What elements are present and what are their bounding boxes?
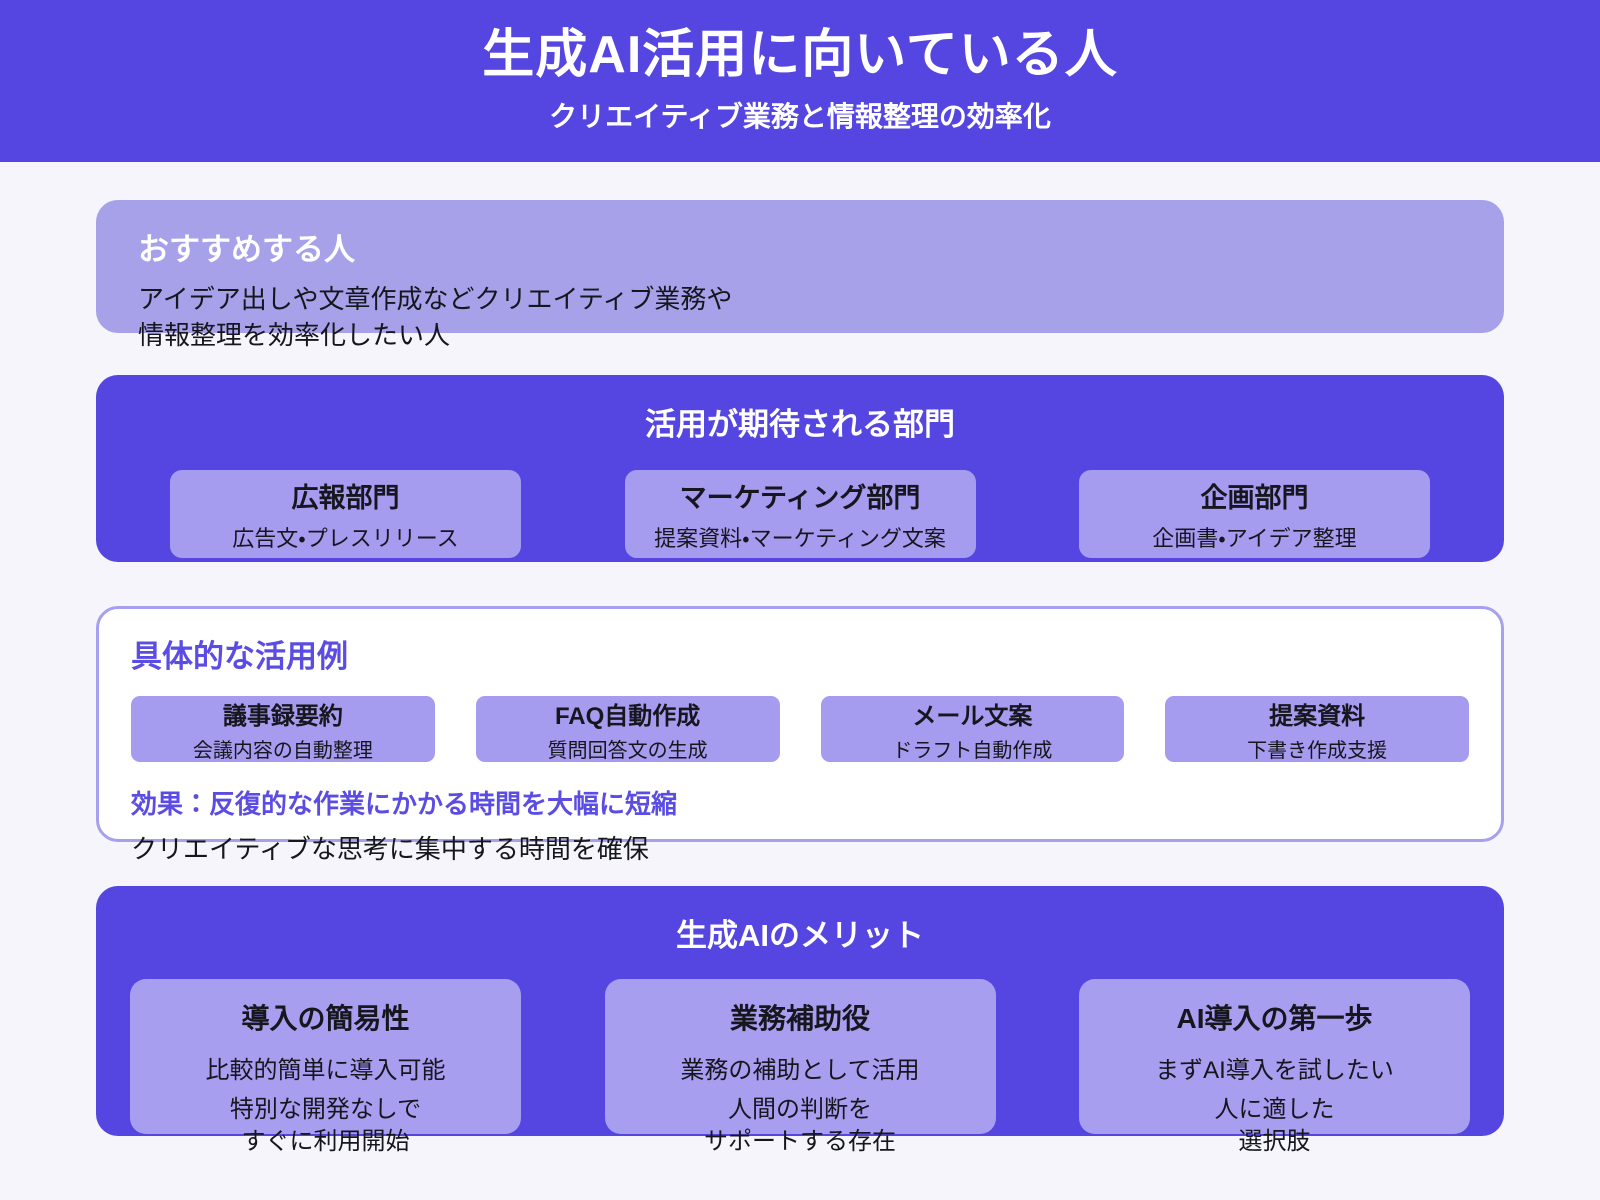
department-card-title: マーケティング部門 — [679, 482, 921, 513]
departments-card-row: 広報部門 広告文・プレスリリース マーケティング部門 提案資料・マーケティング文… — [170, 470, 1430, 558]
use-case-card-desc: 会議内容の自動整理 — [192, 739, 373, 762]
use-case-card-desc: 質問回答文の生成 — [547, 739, 708, 762]
department-card-marketing: マーケティング部門 提案資料・マーケティング文案 — [624, 470, 976, 558]
use-case-card-proposal: 提案資料 下書き作成支援 — [1165, 696, 1469, 762]
merit-card-line2: 人間の判断を — [728, 1096, 872, 1123]
merits-card-row: 導入の簡易性 比較的簡単に導入可能 特別な開発なしで すぐに利用開始 業務補助役… — [130, 979, 1470, 1155]
use-case-card-email: メール文案 ドラフト自動作成 — [820, 696, 1125, 762]
page-subtitle: クリエイティブ業務と情報整理の効率化 — [549, 100, 1051, 132]
use-case-card-title: メール文案 — [912, 702, 1033, 730]
department-card-planning: 企画部門 企画書・アイデア整理 — [1079, 470, 1430, 558]
merit-card-work-assistant: 業務補助役 業務の補助として活用 人間の判断を サポートする存在 — [604, 979, 996, 1155]
department-card-desc: 広告文・プレスリリース — [232, 525, 459, 551]
merit-card-line2-3: 人に適した 選択肢 — [1079, 1094, 1470, 1159]
use-cases-heading: 具体的な活用例 — [131, 639, 348, 674]
use-case-card-desc: 下書き作成支援 — [1247, 739, 1388, 762]
merits-heading: 生成AIのメリット — [676, 918, 924, 953]
merit-card-line1: まずAI導入を試したい — [1155, 1057, 1394, 1084]
merit-card-line2-3: 特別な開発なしで すぐに利用開始 — [130, 1094, 521, 1159]
merit-card-line1: 業務の補助として活用 — [680, 1057, 920, 1084]
department-card-title: 企画部門 — [1200, 482, 1309, 513]
merit-card-line2: 特別な開発なしで — [229, 1096, 422, 1123]
page-title: 生成AI活用に向いている人 — [482, 26, 1118, 85]
department-card-pr: 広報部門 広告文・プレスリリース — [170, 470, 521, 558]
section-merits: 生成AIのメリット 導入の簡易性 比較的簡単に導入可能 特別な開発なしで すぐに… — [96, 886, 1504, 1155]
use-case-card-title: 提案資料 — [1269, 702, 1366, 730]
recommend-text-line2: 情報整理を効率化したい人 — [138, 320, 451, 351]
merit-card-title: AI導入の第一歩 — [1176, 1003, 1373, 1034]
merit-card-line2-3: 人間の判断を サポートする存在 — [605, 1094, 996, 1159]
merit-card-line3: サポートする存在 — [704, 1128, 896, 1156]
department-card-desc: 提案資料・マーケティング文案 — [654, 525, 946, 551]
merit-card-line3: 選択肢 — [1238, 1128, 1311, 1156]
merit-card-first-step: AI導入の第一歩 まずAI導入を試したい 人に適した 選択肢 — [1079, 979, 1470, 1155]
use-cases-card-row: 議事録要約 会議内容の自動整理 FAQ自動作成 質問回答文の生成 メール文案 ド… — [131, 696, 1469, 762]
department-card-desc: 企画書・アイデア整理 — [1152, 525, 1357, 551]
section-recommended-people: おすすめする人 アイデア出しや文章作成などクリエイティブ業務や 情報整理を効率化… — [96, 200, 1504, 350]
merit-card-line3: すぐに利用開始 — [241, 1128, 410, 1156]
recommend-heading: おすすめする人 — [138, 232, 355, 267]
merit-card-easy-adoption: 導入の簡易性 比較的簡単に導入可能 特別な開発なしで すぐに利用開始 — [130, 979, 521, 1155]
use-case-card-title: 議事録要約 — [222, 702, 343, 730]
header-banner: 生成AI活用に向いている人 クリエイティブ業務と情報整理の効率化 — [0, 0, 1600, 162]
use-cases-effect-subtext: クリエイティブな思考に集中する時間を確保 — [131, 834, 649, 864]
merit-card-line1: 比較的簡単に導入可能 — [205, 1057, 446, 1084]
department-card-title: 広報部門 — [291, 482, 400, 513]
merit-card-line2: 人に適した — [1214, 1096, 1335, 1123]
recommend-text-line1: アイデア出しや文章作成などクリエイティブ業務や — [138, 284, 733, 314]
use-cases-effect-text: 効果：反復的な作業にかかる時間を大幅に短縮 — [131, 789, 678, 819]
merit-card-title: 導入の簡易性 — [241, 1003, 410, 1034]
section-departments: 活用が期待される部門 広報部門 広告文・プレスリリース マーケティング部門 提案… — [96, 375, 1504, 562]
use-case-card-title: FAQ自動作成 — [554, 702, 701, 730]
departments-heading: 活用が期待される部門 — [645, 407, 955, 442]
section-use-cases: 具体的な活用例 議事録要約 会議内容の自動整理 FAQ自動作成 質問回答文の生成… — [96, 606, 1504, 864]
use-case-card-faq: FAQ自動作成 質問回答文の生成 — [475, 696, 780, 762]
use-case-card-desc: ドラフト自動作成 — [892, 739, 1053, 762]
use-case-card-minutes: 議事録要約 会議内容の自動整理 — [131, 696, 435, 762]
merit-card-title: 業務補助役 — [729, 1003, 870, 1034]
